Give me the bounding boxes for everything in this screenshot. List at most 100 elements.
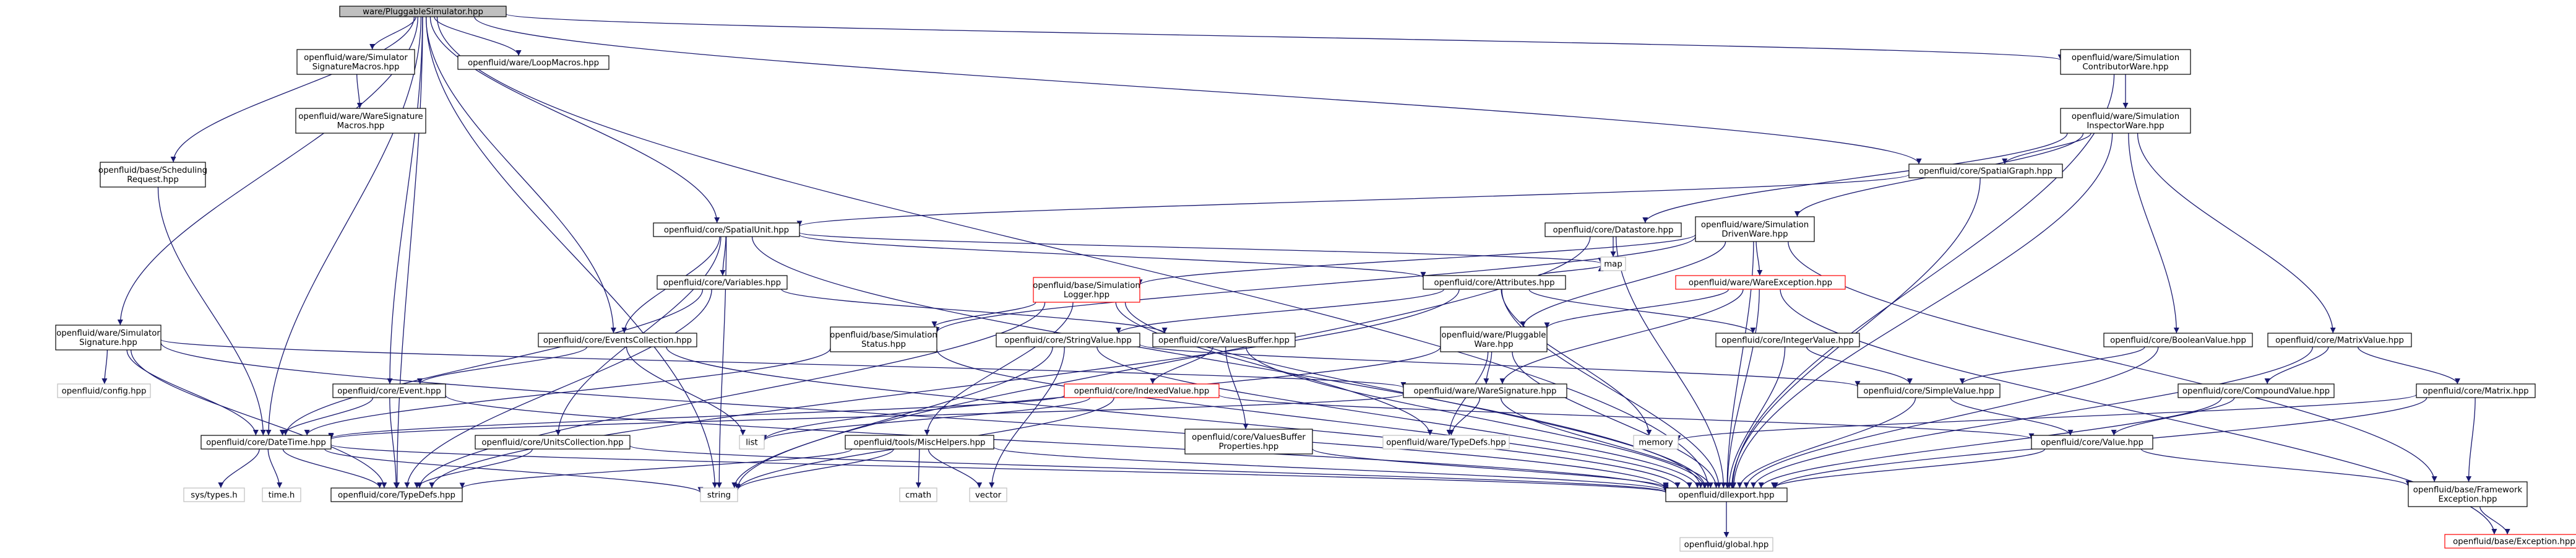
node-dllexport[interactable]: openfluid/dllexport.hpp: [1665, 487, 1788, 502]
node-indexedvalue[interactable]: openfluid/core/IndexedValue.hpp: [1064, 383, 1220, 398]
node-compoundvalue[interactable]: openfluid/core/CompoundValue.hpp: [2178, 383, 2335, 398]
edge-root-to-simsigmacros: [369, 16, 416, 50]
node-label-simstatus-0: openfluid/base/Simulation: [830, 331, 937, 340]
node-label-simplevalue-0: openfluid/core/SimpleValue.hpp: [1863, 387, 1994, 396]
node-coretypedefs[interactable]: openfluid/core/TypeDefs.hpp: [330, 487, 463, 502]
edge-valuesbuffer-to-dllexport: [1246, 346, 1707, 489]
node-integervalue[interactable]: openfluid/core/IntegerValue.hpp: [1715, 333, 1860, 347]
node-box-globalh: [1679, 537, 1773, 552]
node-mischelpers[interactable]: openfluid/tools/MiscHelpers.hpp: [845, 435, 994, 450]
node-box-value: [2031, 435, 2153, 450]
edge-simsig-to-configh: [101, 349, 108, 385]
node-attributes[interactable]: openfluid/core/Attributes.hpp: [1423, 275, 1566, 290]
node-box-vbprops: [1184, 429, 1313, 455]
node-simplevalue[interactable]: openfluid/core/SimpleValue.hpp: [1857, 383, 2001, 398]
node-wareexception[interactable]: openfluid/ware/WareException.hpp: [1675, 275, 1846, 290]
edge-matrix-to-fwexception: [2466, 397, 2476, 482]
node-inspware[interactable]: openfluid/ware/SimulationInspectorWare.h…: [2060, 108, 2191, 134]
node-label-simsig-1: Signature.hpp: [79, 338, 137, 347]
node-variables[interactable]: openfluid/core/Variables.hpp: [657, 275, 788, 290]
edge-drivenware-to-simlogger: [1137, 234, 1696, 286]
edge-eventscoll-to-event: [417, 346, 588, 385]
node-spatialgraph[interactable]: openfluid/core/SpatialGraph.hpp: [1908, 163, 2063, 178]
edge-valuesbuffer-to-indexedvalue: [1150, 346, 1213, 385]
edge-booleanvalue-to-simplevalue: [1959, 346, 2145, 385]
node-box-simsigmacros: [296, 49, 415, 75]
edge-attributes-to-dllexport: [1501, 289, 1722, 489]
node-spatialunit[interactable]: openfluid/core/SpatialUnit.hpp: [653, 222, 800, 237]
node-label-vbprops-0: openfluid/core/ValuesBuffer: [1192, 433, 1306, 442]
node-box-simplevalue: [1857, 383, 2001, 398]
node-box-integervalue: [1715, 333, 1860, 347]
node-label-inspware-1: InspectorWare.hpp: [2087, 121, 2164, 131]
node-unitscoll[interactable]: openfluid/core/UnitsCollection.hpp: [475, 435, 631, 450]
edge-wareexception-to-dllexport: [1725, 289, 1760, 489]
node-datastore[interactable]: openfluid/core/Datastore.hpp: [1544, 222, 1682, 237]
node-label-simsigmacros-0: openfluid/ware/Simulator: [304, 53, 408, 63]
node-box-timeh: [262, 487, 301, 502]
node-box-waresigmacros: [295, 108, 426, 134]
node-loopmacros[interactable]: openfluid/ware/LoopMacros.hpp: [457, 55, 610, 70]
node-label-contribware-0: openfluid/ware/Simulation: [2072, 53, 2179, 63]
node-matrixvalue[interactable]: openfluid/core/MatrixValue.hpp: [2267, 333, 2412, 347]
node-label-waresigmacros-1: Macros.hpp: [337, 121, 385, 131]
edge-unitscoll-to-coretypedefs: [414, 448, 533, 489]
node-datetime[interactable]: openfluid/core/DateTime.hpp: [200, 435, 332, 450]
node-baseexception[interactable]: openfluid/base/Exception.hpp: [2444, 534, 2576, 549]
node-contribware[interactable]: openfluid/ware/SimulationContributorWare…: [2060, 49, 2191, 75]
node-label-globalh-0: openfluid/global.hpp: [1684, 541, 1769, 550]
node-box-waretypedefs: [1382, 435, 1510, 450]
node-stringvalue[interactable]: openfluid/core/StringValue.hpp: [996, 333, 1140, 347]
node-waresig[interactable]: openfluid/ware/WareSignature.hpp: [1403, 383, 1567, 398]
edge-root-to-coretypedefs: [394, 16, 423, 489]
edge-contribware-to-dllexport: [1730, 74, 2115, 489]
edge-simstatus-to-dllexport: [936, 349, 1692, 489]
edge-inspware-to-dllexport: [1731, 133, 2113, 489]
node-label-inspware-0: openfluid/ware/Simulation: [2072, 112, 2179, 121]
edge-schedreq-to-datetime: [157, 186, 266, 436]
node-label-indexedvalue-0: openfluid/core/IndexedValue.hpp: [1074, 387, 1210, 396]
node-label-dllexport-0: openfluid/dllexport.hpp: [1678, 491, 1774, 500]
node-box-vector: [969, 487, 1007, 502]
node-box-dllexport: [1665, 487, 1788, 502]
node-box-event: [332, 383, 446, 398]
edge-simlogger-to-simstatus: [931, 302, 1036, 328]
node-eventscoll[interactable]: openfluid/core/EventsCollection.hpp: [538, 333, 697, 347]
node-label-eventscoll-0: openfluid/core/EventsCollection.hpp: [543, 336, 692, 346]
edge-waresig-to-dllexport: [1500, 397, 1713, 489]
node-root[interactable]: ware/PluggableSimulator.hpp: [339, 6, 507, 17]
edge-simlogger-to-coretypedefs: [416, 302, 1046, 489]
edge-root-to-schedreq: [170, 16, 415, 163]
node-label-vector-0: vector: [975, 491, 1002, 500]
node-event[interactable]: openfluid/core/Event.hpp: [332, 383, 446, 398]
node-matrix[interactable]: openfluid/core/Matrix.hpp: [2416, 383, 2536, 398]
node-label-configh-0: openfluid/config.hpp: [62, 387, 147, 396]
node-simsigmacros[interactable]: openfluid/ware/SimulatorSignatureMacros.…: [296, 49, 415, 75]
node-box-cmath: [899, 487, 937, 502]
edge-simlogger-to-mischelpers: [924, 302, 1074, 436]
node-box-root: [339, 6, 507, 17]
edge-mischelpers-to-dllexport: [993, 447, 1669, 492]
node-label-integervalue-0: openfluid/core/IntegerValue.hpp: [1721, 336, 1854, 346]
edge-attributes-to-stringvalue: [1116, 289, 1445, 334]
edge-inspware-to-booleanvalue: [2128, 133, 2179, 334]
edge-root-to-spatialunit: [429, 16, 720, 224]
edge-root-to-spatialgraph: [474, 16, 1922, 165]
node-label-mischelpers-0: openfluid/tools/MiscHelpers.hpp: [853, 438, 985, 448]
node-valuesbuffer[interactable]: openfluid/core/ValuesBuffer.hpp: [1152, 333, 1296, 347]
edge-event-to-dllexport: [445, 395, 1669, 490]
edge-indexedvalue-to-list: [761, 397, 1091, 441]
node-booleanvalue[interactable]: openfluid/core/BooleanValue.hpp: [2103, 333, 2253, 347]
node-memory: memory: [1633, 435, 1679, 450]
node-vbprops[interactable]: openfluid/core/ValuesBufferProperties.hp…: [1184, 429, 1313, 455]
node-value[interactable]: openfluid/core/Value.hpp: [2031, 435, 2153, 450]
